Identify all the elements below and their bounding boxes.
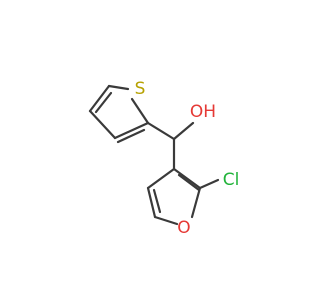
bond-c2-cl — [198, 178, 220, 190]
sulfur-label: S — [135, 79, 146, 99]
bond-c2-o — [190, 186, 202, 219]
furan-oxygen-label: O — [177, 218, 190, 238]
bond-c5-c4-double — [152, 188, 162, 214]
bond-o-c5 — [153, 215, 179, 226]
hydroxyl-label: OH — [190, 102, 216, 122]
bond-carbinol-oh — [172, 121, 195, 141]
bond-c3-c2 — [172, 167, 202, 190]
bond-thiophene-carbinol — [146, 121, 176, 141]
bond-c2-c3 — [113, 121, 150, 140]
bond-c4-c5-double — [94, 91, 113, 114]
bond-c5-c4 — [146, 186, 157, 219]
bond-s-c2 — [130, 97, 150, 125]
bond-c3-c4 — [88, 109, 117, 140]
structure-diagram: S OH Cl O — [88, 79, 240, 238]
thiophene-ring — [88, 84, 150, 144]
chlorine-label: Cl — [223, 170, 240, 190]
carbinol-center — [146, 121, 195, 171]
bond-c2-c3-double — [116, 128, 146, 144]
bond-c5-s — [107, 84, 130, 91]
bond-c4-c3 — [146, 167, 176, 190]
bond-c4-c5 — [88, 84, 111, 113]
bond-c3-c2-double — [177, 173, 201, 192]
furan-ring — [146, 167, 220, 226]
